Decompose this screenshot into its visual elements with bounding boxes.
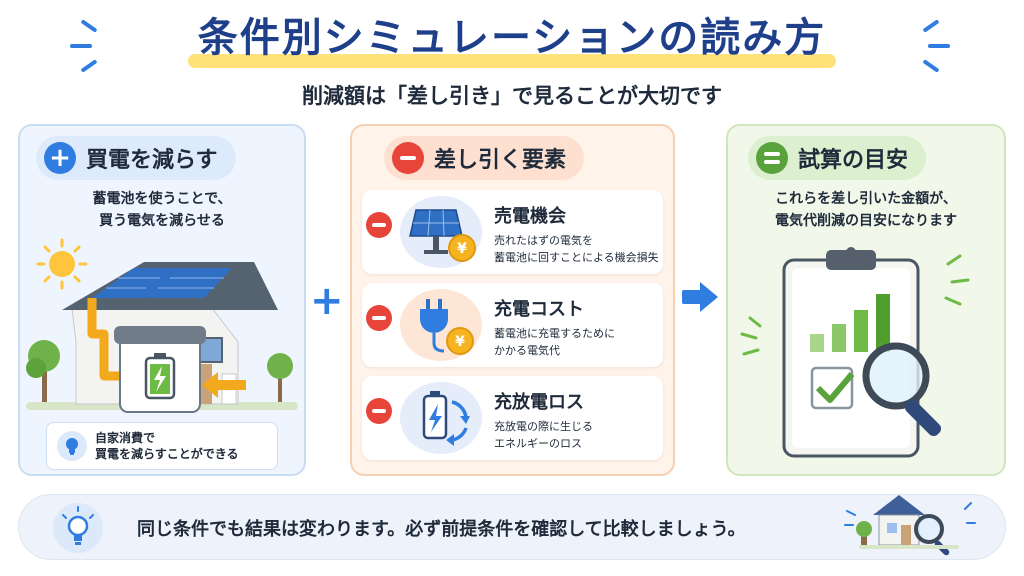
arrow-left-icon (202, 372, 246, 398)
minus-icon (392, 142, 424, 174)
house-magnifier-icon (844, 495, 976, 556)
arrow-right-icon (682, 282, 718, 312)
minus-icon (366, 398, 392, 424)
factor-description: 売れたはずの電気を 蓄電池に回すことによる機会損失 (494, 234, 659, 264)
factor-card-sales-opportunity: ¥ 売電機会 売れたはずの電気を 蓄電池に回すことによる機会損失 (362, 190, 663, 274)
plus-operator-icon: + (310, 278, 344, 324)
factor-card-charging-cost: ¥ 充電コスト 蓄電池に充電するために かかる電気代 (362, 283, 663, 367)
heading-label: 買電を減らす (86, 148, 218, 173)
factor-card-charge-discharge-loss: 充放電ロス 充放電の際に生じる エネルギーのロス (362, 376, 663, 460)
solar-panel-icon: ¥ (400, 196, 482, 268)
power-flow-arrow-icon (87, 298, 124, 381)
highlight-check-conditions: 前提条件を確認 (439, 515, 570, 543)
plug-icon: ¥ (400, 289, 482, 361)
svg-text:¥: ¥ (457, 241, 467, 257)
factor-title: 充電コスト (494, 299, 584, 320)
minus-icon (366, 305, 392, 331)
minus-icon (366, 212, 392, 238)
factor-description: 蓄電池に充電するために かかる電気代 (494, 327, 615, 357)
sun-icon (36, 238, 88, 290)
page-title: 条件別シミュレーションの読み方 (187, 6, 837, 70)
title-area: 条件別シミュレーションの読み方 (0, 6, 1024, 74)
reduce-purchase-description: 蓄電池を使うことで、 買う電気を減らせる (92, 191, 232, 229)
plus-icon: + (44, 142, 76, 174)
clipboard-chart-icon (740, 247, 970, 458)
heading-reduce-purchase: + 買電を減らす (36, 136, 236, 180)
home-battery-icon (114, 326, 206, 413)
estimate-description: これらを差し引いた金額が、 電気代削減の目安になります (775, 191, 957, 229)
house-solar-battery-illustration (26, 238, 298, 413)
svg-text:¥: ¥ (455, 334, 465, 350)
heading-estimate: 試算の目安 (748, 136, 927, 180)
heading-label: 差し引く要素 (434, 148, 567, 173)
sparkle-right-icon (914, 19, 954, 73)
self-consumption-note: 自家消費で 買電を減らすことができる (46, 422, 278, 470)
sparkle-left-icon (70, 19, 110, 73)
tree-icon (267, 353, 293, 404)
page-subtitle: 削減額は「差し引き」で見ることが大切です (302, 84, 722, 108)
heading-subtract-factors: 差し引く要素 (384, 136, 585, 180)
lightbulb-icon (57, 431, 87, 461)
equals-icon (756, 142, 788, 174)
battery-cycle-icon (400, 382, 482, 454)
bottom-tip-text: 同じ条件でも結果は変わります。必ず前提条件を確認して比較しましょう。 (137, 515, 746, 543)
bottom-tip-bar: 同じ条件でも結果は変わります。必ず前提条件を確認して比較しましょう。 (18, 494, 1006, 560)
factor-title: 充放電ロス (494, 392, 584, 413)
tree-icon (26, 340, 60, 404)
factor-title: 売電機会 (494, 206, 566, 227)
factor-description: 充放電の際に生じる エネルギーのロス (494, 420, 593, 450)
lightbulb-icon (53, 503, 103, 553)
heading-label: 試算の目安 (798, 148, 909, 173)
